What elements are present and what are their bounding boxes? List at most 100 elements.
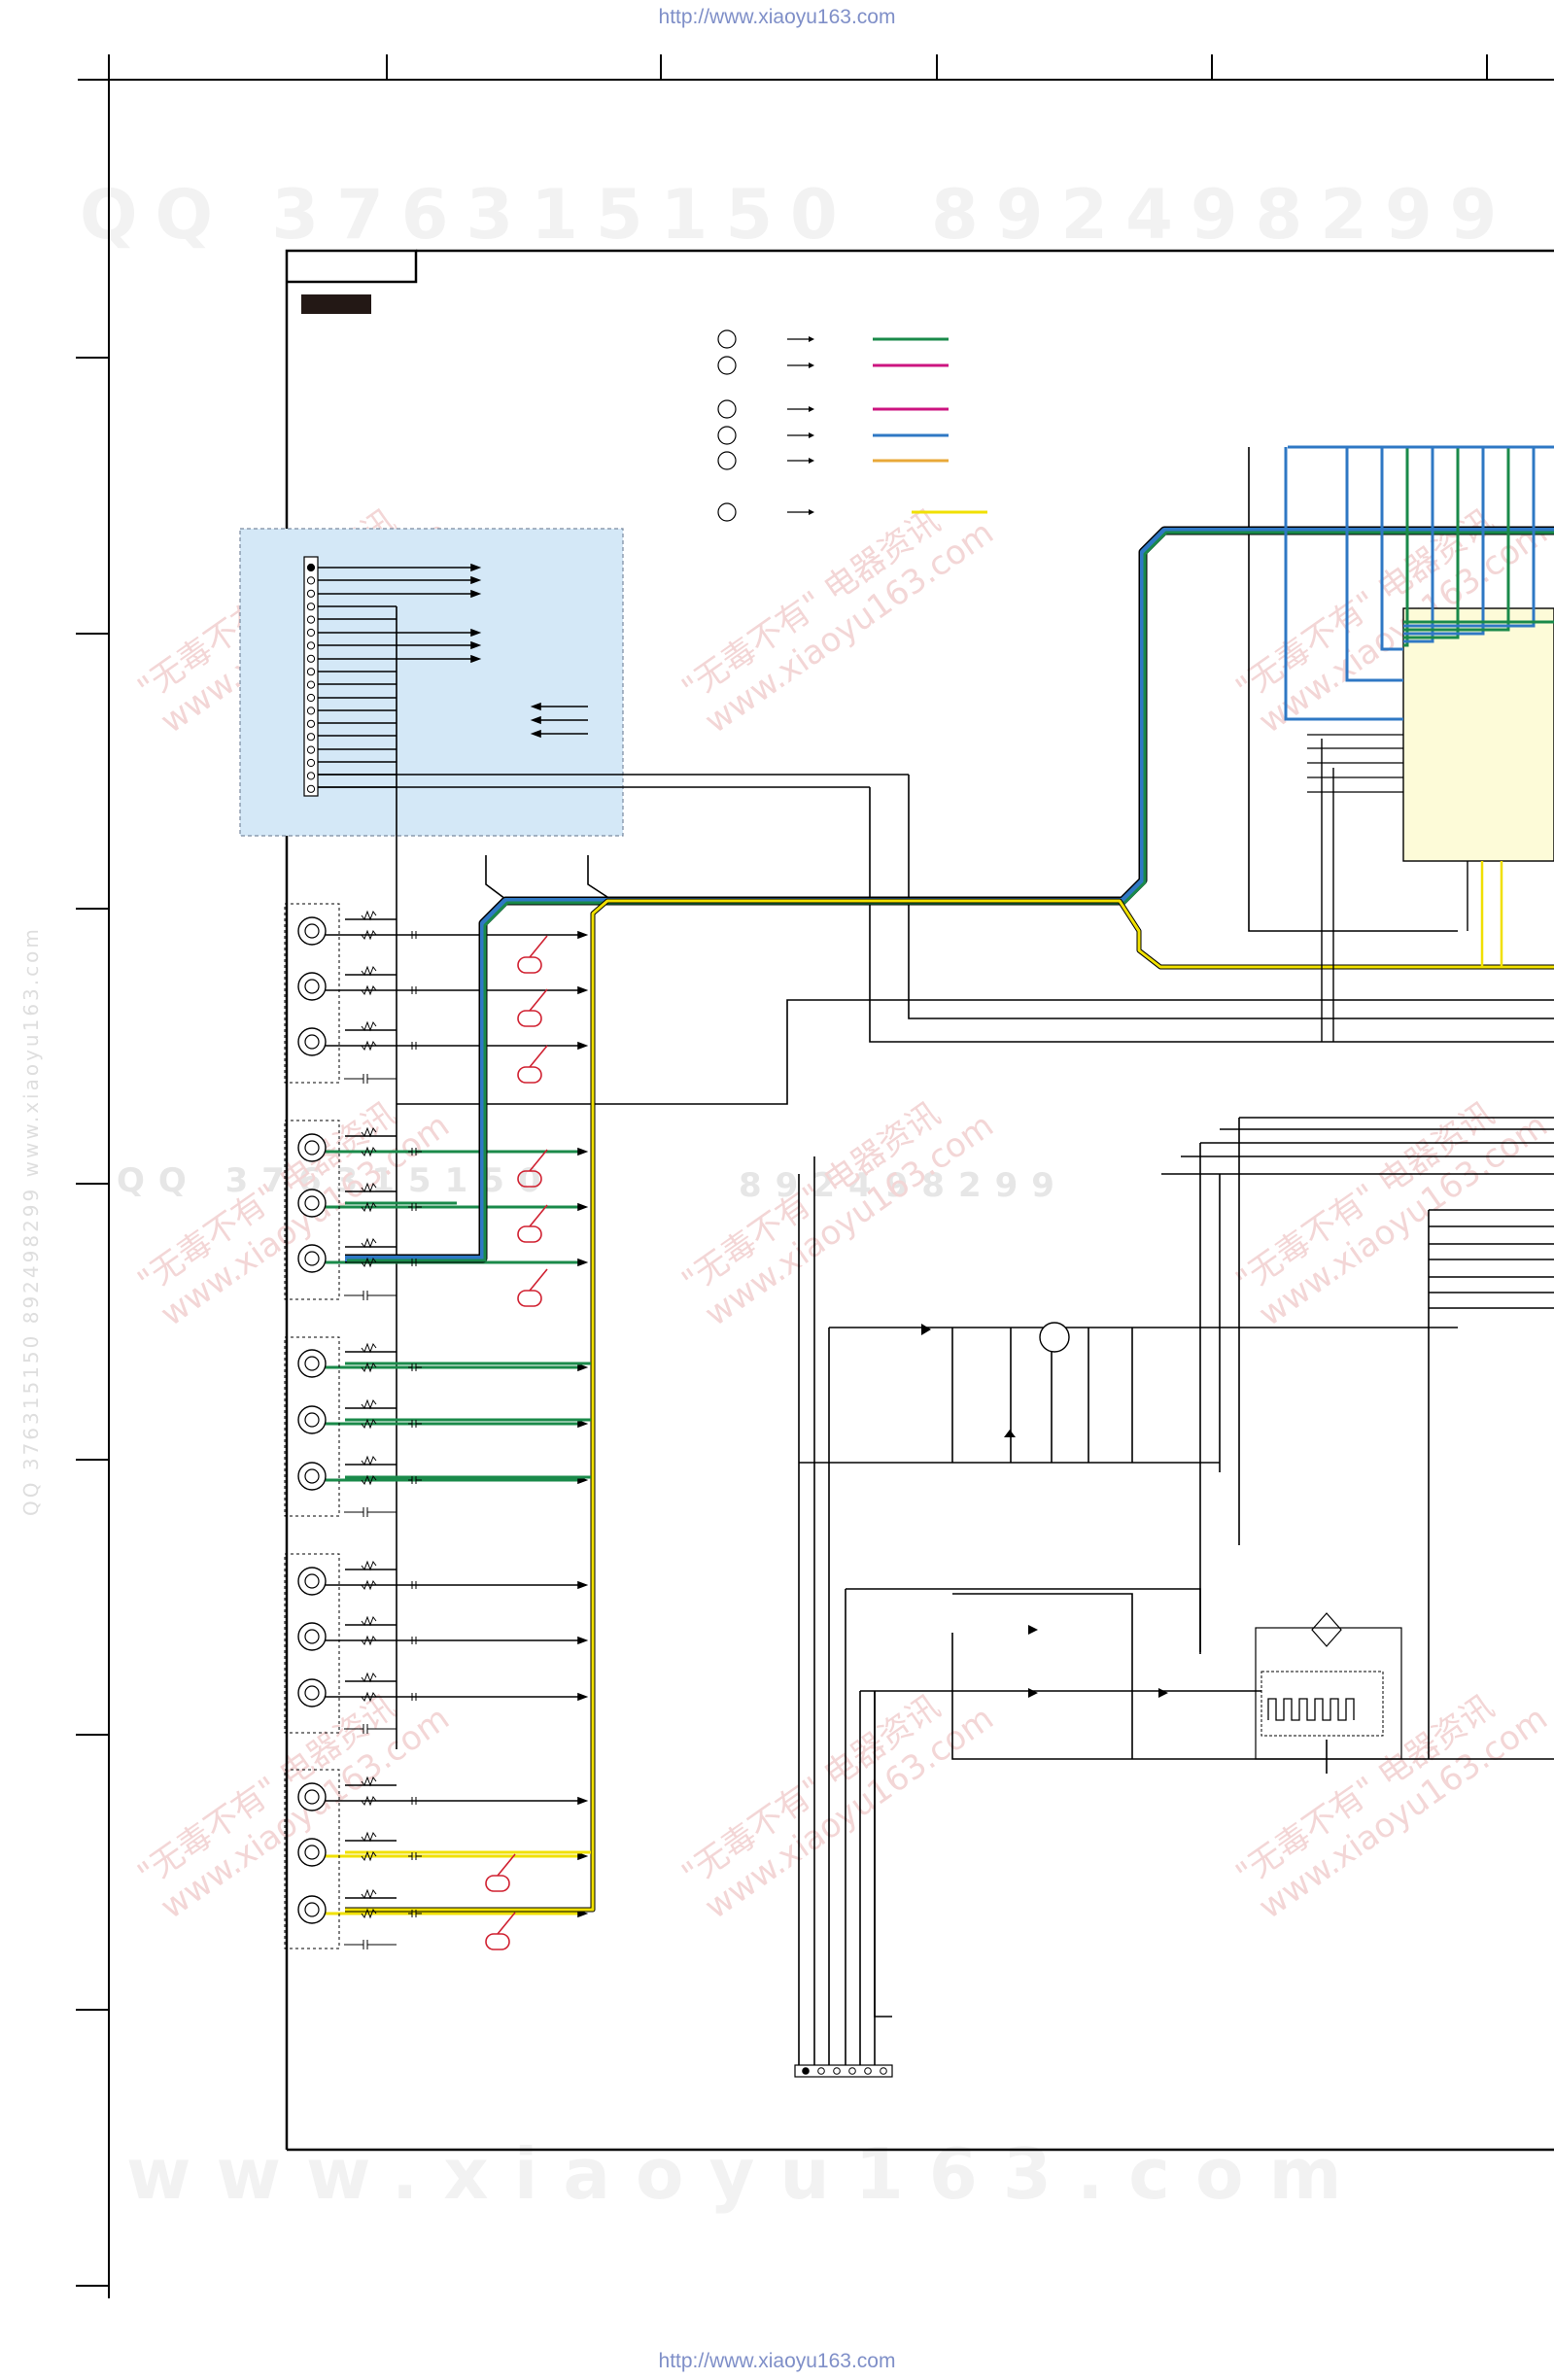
capacitor <box>408 1637 422 1644</box>
jumper-loop-lead <box>529 1149 548 1172</box>
watermark-qq-mid-right: 892498299 <box>739 1166 1068 1205</box>
capacitor <box>408 1852 422 1860</box>
signal-buses <box>345 526 1554 1913</box>
resistor <box>361 1795 377 1807</box>
connector-panel <box>239 528 624 837</box>
diode <box>1158 1688 1168 1698</box>
resistor <box>361 1560 377 1571</box>
resistor <box>361 1888 377 1900</box>
resistor <box>361 1201 377 1213</box>
arrow-head <box>577 1362 589 1372</box>
arrow-head <box>809 432 814 438</box>
rca-jack-center <box>304 1356 320 1371</box>
arrow-head <box>470 640 482 650</box>
header-pin <box>817 2067 825 2075</box>
resistor <box>361 1455 377 1466</box>
ic-bus-line <box>1345 447 1403 682</box>
resistor <box>361 1615 377 1627</box>
resistor <box>361 929 377 941</box>
thin-wires <box>318 447 1554 2065</box>
wire <box>587 855 611 900</box>
arrow-head <box>470 575 482 585</box>
ground-capacitor <box>344 1507 397 1517</box>
resistor <box>361 1418 377 1430</box>
resistor <box>361 1126 377 1138</box>
pin-header <box>794 2064 893 2078</box>
arrow-head <box>809 336 814 342</box>
header-pin <box>848 2067 856 2075</box>
legend-marker <box>717 329 737 349</box>
arrow-head <box>577 1796 589 1806</box>
ic-bus-line <box>1403 447 1409 647</box>
rca-jack-center <box>304 1251 320 1266</box>
rca-jack-center <box>304 1629 320 1644</box>
wire <box>869 787 1554 1043</box>
arrow-head <box>577 1692 589 1702</box>
jumper-loop-lead <box>497 1912 516 1935</box>
arrow-head <box>470 628 482 638</box>
url-top[interactable]: http://www.xiaoyu163.com <box>658 6 896 28</box>
arrow-head <box>530 715 541 725</box>
bus-green <box>347 531 1554 1262</box>
rca-jack-center <box>304 923 320 939</box>
arrow-head <box>470 563 482 572</box>
resistor <box>361 1579 377 1591</box>
ic-bus-line <box>1403 447 1434 643</box>
connector-pin <box>306 563 316 572</box>
legend-marker <box>717 451 737 470</box>
resistor <box>361 1672 377 1683</box>
connector-pin <box>306 745 316 754</box>
arrow-head <box>577 1851 589 1861</box>
rca-jack-center <box>304 1034 320 1050</box>
rca-jack-center <box>304 1789 320 1805</box>
ic-bus-line <box>1403 447 1510 632</box>
header-pin <box>833 2067 841 2075</box>
jumper-loop <box>517 1290 542 1307</box>
legend-marker <box>717 356 737 375</box>
capacitor <box>408 1203 422 1211</box>
resistor <box>361 1257 377 1268</box>
rca-jack-center <box>304 1195 320 1211</box>
jumper-loop-lead <box>529 1204 548 1227</box>
url-bottom[interactable]: http://www.xiaoyu163.com <box>658 2350 896 2372</box>
resistor <box>361 1362 377 1373</box>
transformer-box <box>1255 1627 1402 1760</box>
ic-bus-line <box>1284 447 1403 721</box>
rca-jack-center <box>304 1573 320 1589</box>
transistor <box>1039 1322 1070 1353</box>
resistor <box>361 1691 377 1703</box>
resistor <box>361 1398 377 1410</box>
wire <box>952 1593 1133 1759</box>
connector-pin <box>306 758 316 768</box>
capacitor <box>408 1420 422 1428</box>
wire <box>951 1633 1098 1760</box>
bus-yellow <box>345 899 1554 1912</box>
ic-body <box>1402 607 1554 862</box>
jumper-loop <box>517 1010 542 1027</box>
resistor <box>361 1831 377 1843</box>
ground-capacitor <box>344 1724 397 1734</box>
rca-jack-center <box>304 1685 320 1701</box>
legend-marker <box>717 426 737 445</box>
arrow-head <box>577 1419 589 1429</box>
legend-marker <box>717 399 737 419</box>
arrow-head <box>577 985 589 995</box>
watermark-qq-mid: QQ 376315150 <box>117 1161 555 1200</box>
capacitor <box>408 931 422 939</box>
resistor <box>361 984 377 996</box>
arrow-head <box>530 702 541 711</box>
resistor <box>361 1908 377 1919</box>
jumper-loop-lead <box>529 1268 548 1292</box>
diode <box>921 1324 931 1335</box>
connector-pin <box>306 654 316 663</box>
arrow-head <box>577 1041 589 1051</box>
connector-pin <box>306 603 316 611</box>
jumper-loop-lead <box>529 988 548 1012</box>
header-pin <box>880 2067 887 2075</box>
ic-chip <box>1284 445 1554 1042</box>
capacitor <box>408 1042 422 1050</box>
bus-blue <box>345 528 1554 1261</box>
resistor <box>361 1342 377 1354</box>
ic-bus-line <box>1403 447 1460 639</box>
